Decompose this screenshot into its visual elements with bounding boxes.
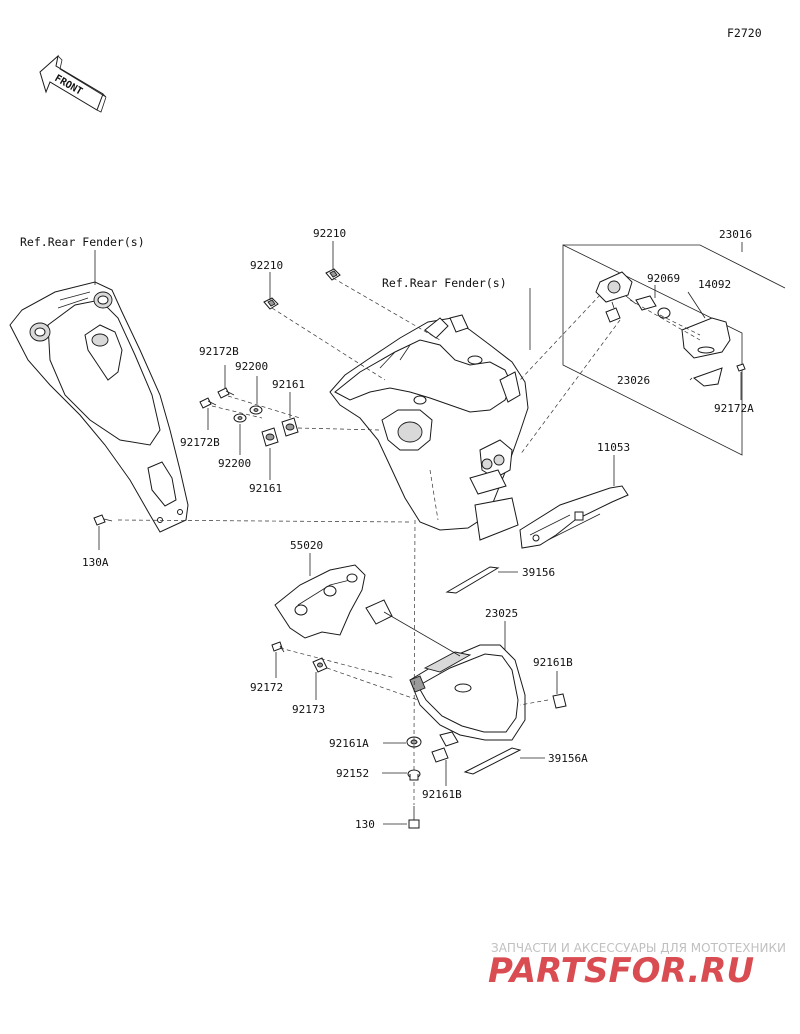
label-23026: 23026 [617, 374, 650, 387]
label-92161A: 92161A [329, 737, 369, 750]
washer-92200-a [249, 405, 263, 415]
figure-code: F2720 [727, 26, 762, 40]
label-92172B-b: 92172B [180, 436, 220, 449]
bulb-92069 [635, 295, 671, 319]
label-ref-rear-fender-right: Ref.Rear Fender(s) [382, 276, 507, 290]
label-ref-rear-fender-left: Ref.Rear Fender(s) [20, 235, 145, 249]
label-92172: 92172 [250, 681, 283, 694]
watermark-tagline: ЗАПЧАСТИ И АКСЕССУАРЫ ДЛЯ МОТОТЕХНИКИ [491, 941, 786, 955]
bolt-130 [408, 806, 420, 829]
tail-light-23025 [365, 599, 526, 747]
label-23025: 23025 [485, 607, 518, 620]
label-92069: 92069 [647, 272, 680, 285]
screw-92172B-b [199, 397, 217, 409]
label-55020: 55020 [290, 539, 323, 552]
label-92172A: 92172A [714, 402, 754, 415]
label-39156A: 39156A [548, 752, 588, 765]
bracket-55020 [274, 564, 366, 639]
label-92161B-a: 92161B [533, 656, 573, 669]
screw-92172A [736, 363, 746, 372]
reflector-39156A [463, 747, 522, 775]
gasket-23026 [692, 367, 723, 387]
collar-92152 [407, 769, 421, 781]
license-lamp-socket [595, 271, 637, 323]
label-92161-b: 92161 [249, 482, 282, 495]
lens-14092 [681, 317, 731, 359]
label-92161-a: 92161 [272, 378, 305, 391]
assembly-lines [117, 277, 701, 805]
watermark-brand: PARTSFOR.RU [488, 951, 754, 991]
label-23016: 23016 [719, 228, 752, 241]
front-arrow-icon: FRONT [39, 54, 107, 113]
label-92152: 92152 [336, 767, 369, 780]
grommet-92161B-a [552, 693, 567, 709]
washer-92200-b [233, 413, 247, 423]
label-92210-b: 92210 [313, 227, 346, 240]
nut-92173 [312, 657, 328, 673]
license-lamp-box [562, 244, 786, 456]
label-11053: 11053 [597, 441, 630, 454]
grommet-92161-b [261, 427, 279, 447]
leader-lines [94, 241, 743, 825]
label-92161B-b: 92161B [422, 788, 462, 801]
label-92200-b: 92200 [218, 457, 251, 470]
watermark: ЗАПЧАСТИ И АКСЕССУАРЫ ДЛЯ МОТОТЕХНИКИ PA… [488, 941, 786, 991]
clip-92210-b [325, 268, 341, 281]
reflector-39156 [445, 566, 500, 594]
label-14092: 14092 [698, 278, 731, 291]
screw-92172 [271, 641, 285, 653]
label-92210-a: 92210 [250, 259, 283, 272]
label-92200-a: 92200 [235, 360, 268, 373]
bracket-11053 [519, 485, 629, 549]
label-92173: 92173 [292, 703, 325, 716]
label-130: 130 [355, 818, 375, 831]
clip-92210-a [263, 297, 279, 310]
screw-92172B-a [217, 387, 235, 399]
label-39156: 39156 [522, 566, 555, 579]
label-130A: 130A [82, 556, 109, 569]
grommet-92161B-b [431, 747, 449, 763]
label-92172B-a: 92172B [199, 345, 239, 358]
rear-fender-flap [329, 314, 529, 541]
rear-fender-inner-panel [9, 281, 189, 533]
grommet-92161-a [281, 417, 299, 437]
bolt-130A [93, 514, 113, 526]
